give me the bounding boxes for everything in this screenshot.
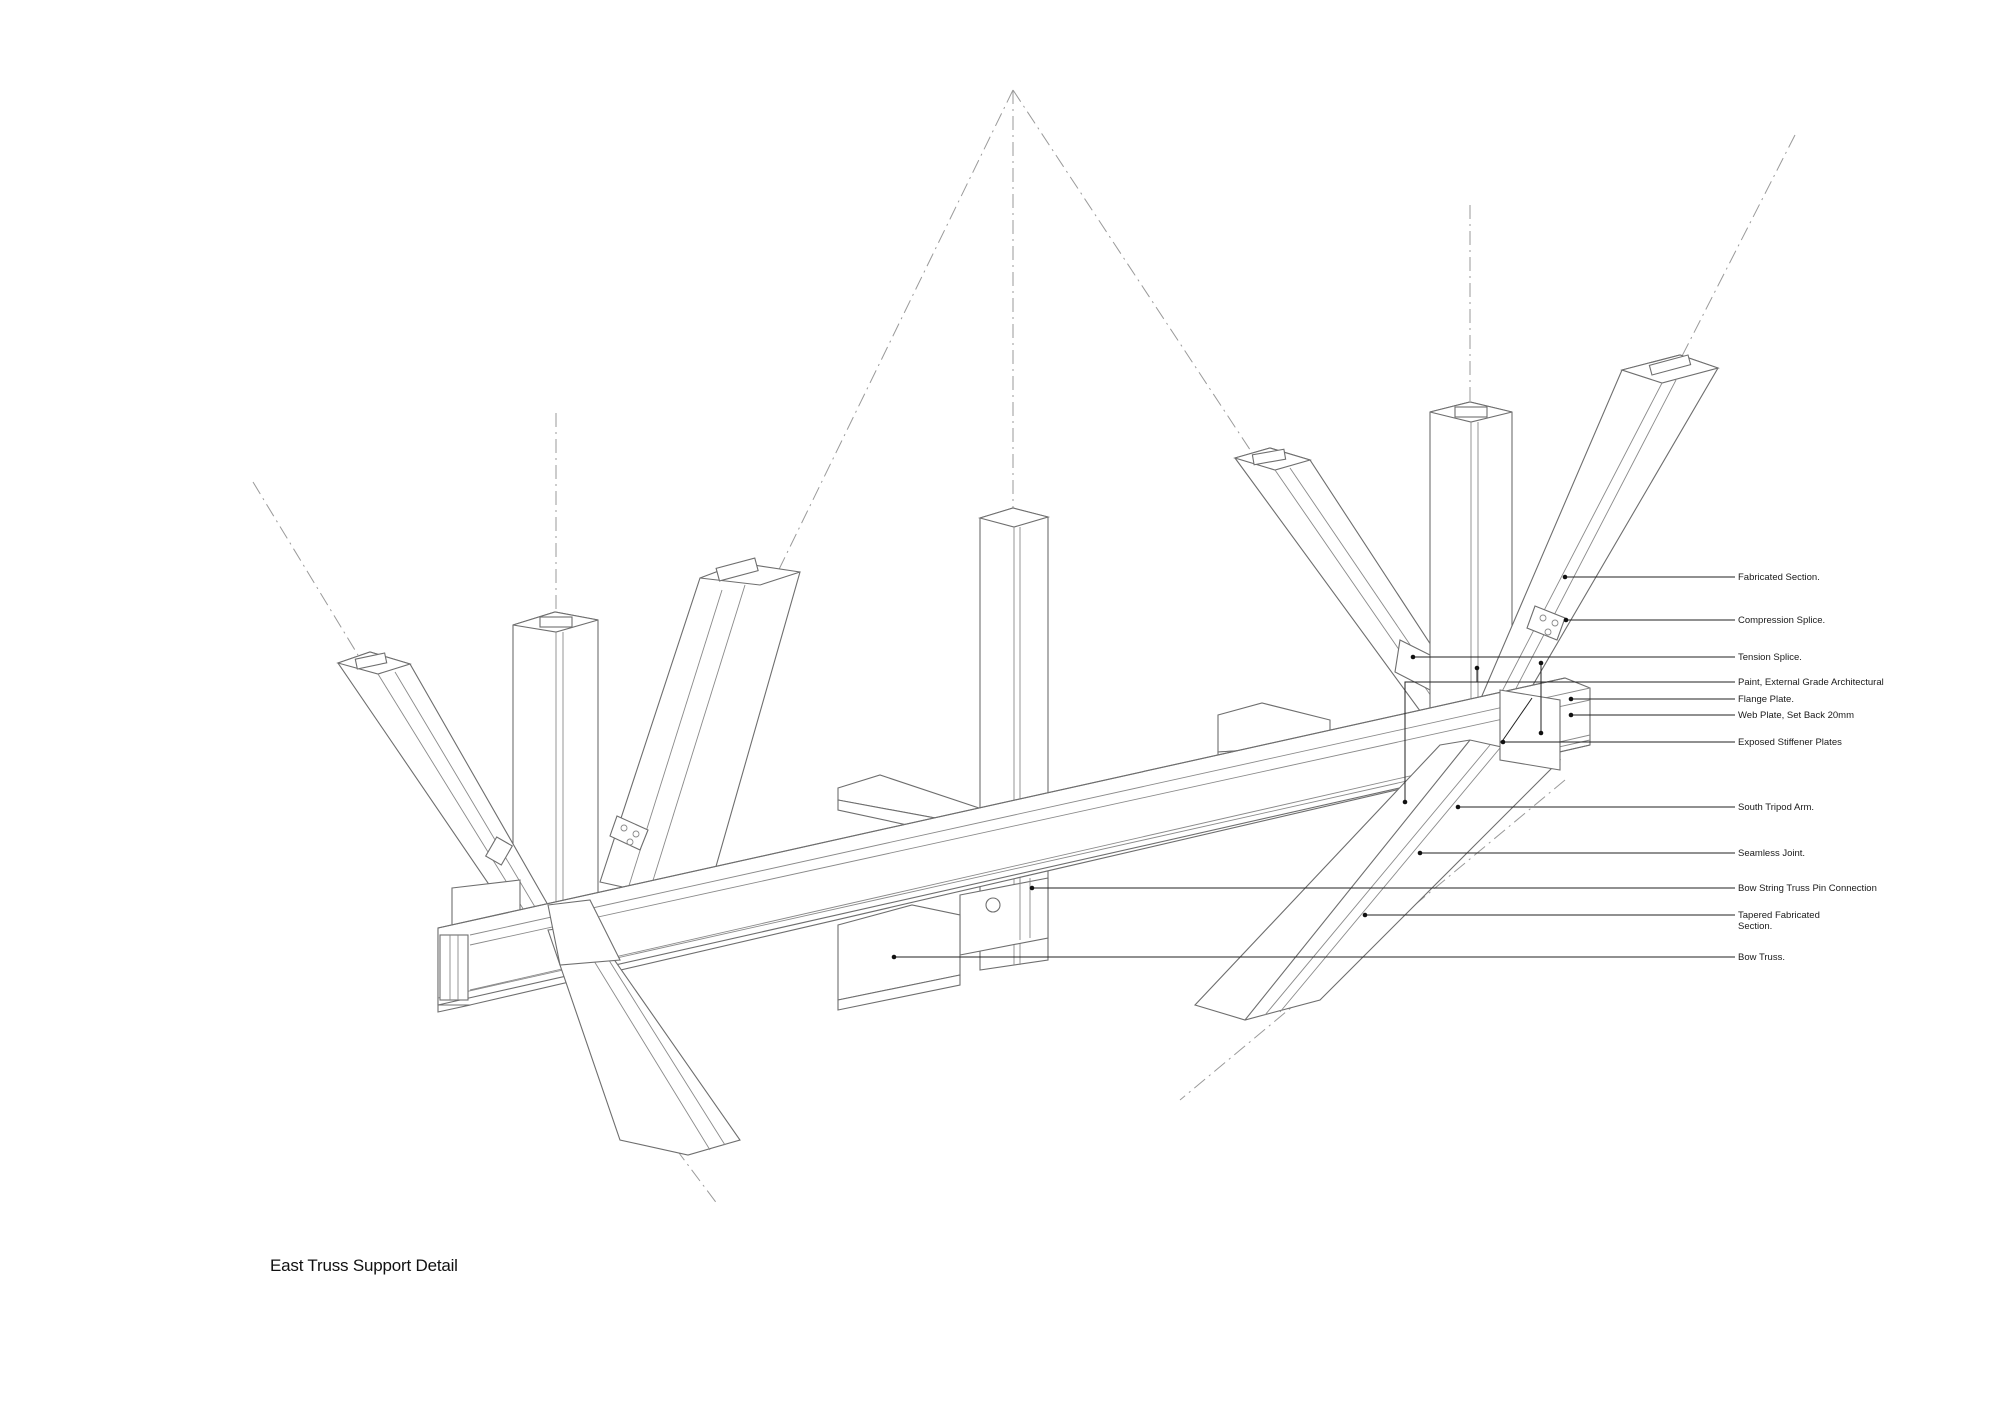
left-left-arm (336, 651, 549, 931)
bow-truss-beam (437, 677, 1591, 1006)
label-tension-splice: Tension Splice. (1738, 652, 1802, 663)
label-tapered-section-line1: Tapered Fabricated (1738, 910, 1820, 921)
label-south-tripod-arm: South Tripod Arm. (1738, 802, 1814, 813)
drawing-title: East Truss Support Detail (270, 1256, 458, 1275)
label-fabricated-section: Fabricated Section. (1738, 572, 1820, 583)
label-compression-splice: Compression Splice. (1738, 615, 1825, 626)
left-lower-arms (547, 899, 741, 1156)
left-rear-arm (599, 557, 801, 906)
label-paint: Paint, External Grade Architectural (1738, 677, 1884, 688)
label-tapered-section-line2: Section. (1738, 921, 1772, 932)
annotation-leaders (891, 574, 1735, 960)
right-left-arm (1233, 447, 1481, 746)
label-seamless-joint: Seamless Joint. (1738, 848, 1805, 859)
label-flange-plate: Flange Plate. (1738, 694, 1794, 705)
left-column (512, 611, 599, 906)
label-bow-truss: Bow Truss. (1738, 952, 1785, 963)
right-compression-splice (1526, 605, 1566, 641)
south-tripod-arm (1193, 689, 1562, 1021)
right-column (1429, 401, 1513, 719)
annotation-labels: Fabricated Section. Compression Splice. … (1738, 572, 1884, 963)
label-stiffener-plates: Exposed Stiffener Plates (1738, 737, 1842, 748)
label-pin-connection: Bow String Truss Pin Connection (1738, 883, 1877, 894)
center-lower-box (837, 904, 961, 1011)
left-compression-splice (609, 815, 649, 851)
label-web-plate: Web Plate, Set Back 20mm (1738, 710, 1854, 721)
